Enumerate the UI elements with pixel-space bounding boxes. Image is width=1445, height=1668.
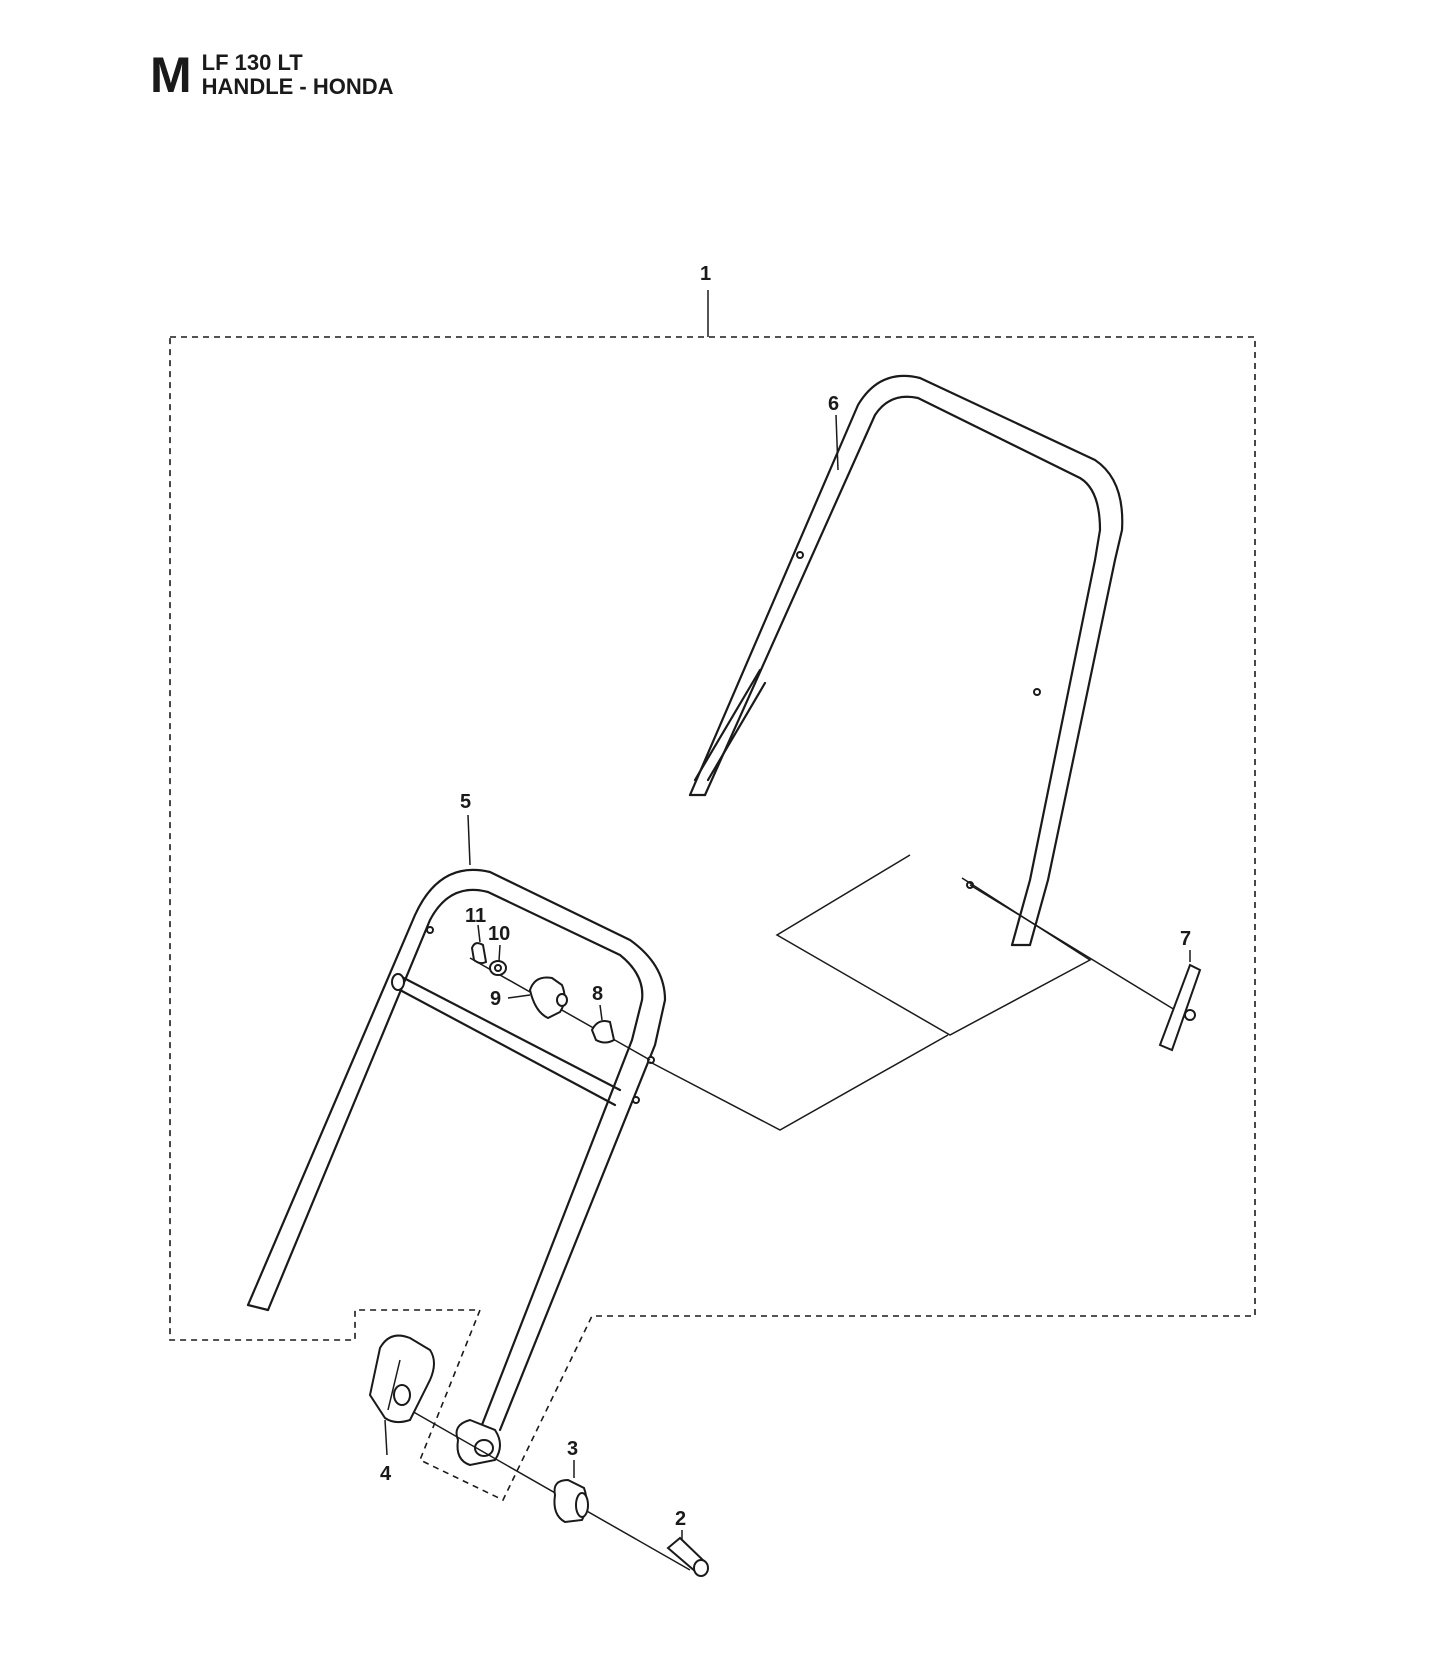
nut-part-8 xyxy=(590,1020,616,1044)
leader-9 xyxy=(507,994,531,999)
leader-8 xyxy=(599,1004,603,1021)
assembly-boundary xyxy=(169,336,1256,1502)
callout-4: 4 xyxy=(380,1463,392,1485)
spacer-part-3 xyxy=(553,1478,589,1524)
lower-handle-part-5 xyxy=(246,868,667,1467)
callout-11: 11 xyxy=(465,905,486,927)
leader-10 xyxy=(498,944,501,962)
clip-part-11 xyxy=(470,942,488,965)
callout-9: 9 xyxy=(490,988,501,1010)
callout-10: 10 xyxy=(488,923,510,945)
callout-3: 3 xyxy=(567,1438,578,1460)
leader-11 xyxy=(477,924,481,943)
assembly-plane-lower xyxy=(649,1034,949,1131)
washer-part-10 xyxy=(489,960,507,976)
callout-1: 1 xyxy=(700,263,711,285)
section-letter: M xyxy=(150,47,192,103)
callout-7: 7 xyxy=(1180,928,1191,950)
bolt-part-7 xyxy=(969,884,1202,1052)
model-name: LF 130 LT xyxy=(201,50,303,75)
knob-part-9 xyxy=(528,976,568,1020)
upper-handle-part-6 xyxy=(688,374,1124,947)
header-titles: LF 130 LT HANDLE - HONDA xyxy=(202,51,394,99)
pin-part-2 xyxy=(666,1536,709,1577)
callout-8: 8 xyxy=(592,983,603,1005)
leader-6 xyxy=(835,414,839,471)
bracket-part-4 xyxy=(368,1334,435,1424)
callout-2: 2 xyxy=(675,1508,686,1530)
leader-4 xyxy=(384,1419,388,1456)
callout-5: 5 xyxy=(460,791,471,813)
assembly-plane-upper xyxy=(775,854,1092,1036)
assembly-axis-pivot xyxy=(409,1409,691,1571)
callout-6: 6 xyxy=(828,393,839,415)
leader-5 xyxy=(467,814,471,866)
diagram-header: M LF 130 LT HANDLE - HONDA xyxy=(150,50,394,100)
diagram-title: HANDLE - HONDA xyxy=(201,74,394,99)
